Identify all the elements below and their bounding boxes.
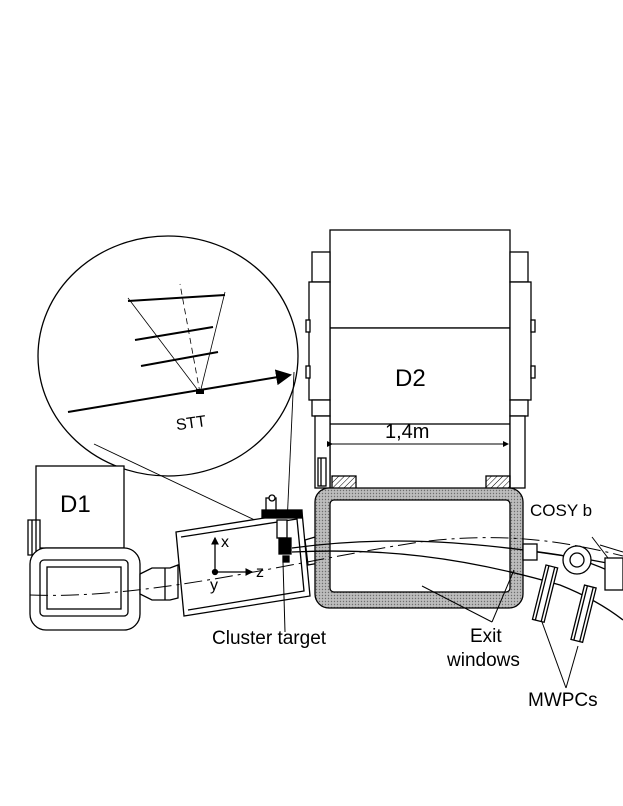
d2-magnet xyxy=(305,229,536,609)
stt-cone-left xyxy=(127,297,201,394)
exit-pointer-1 xyxy=(421,585,493,623)
beam-trajectories xyxy=(29,537,623,621)
cluster-target-label: Cluster target xyxy=(212,628,327,649)
dimension-label: 1,4m xyxy=(385,421,429,443)
d2-lower-yoke xyxy=(329,327,511,425)
axis-z-label: z xyxy=(256,564,264,581)
ejectile-track-lower xyxy=(291,550,623,621)
stt-layer-1 xyxy=(127,294,226,302)
cluster-target-apparatus xyxy=(261,494,303,563)
d2-upper-yoke xyxy=(329,229,511,329)
mwpc-2 xyxy=(570,584,597,644)
beam-pipe-d1 xyxy=(139,564,179,601)
cosy-label: COSY b xyxy=(530,501,592,520)
exit-pointer-2 xyxy=(491,569,515,623)
mwpc-1 xyxy=(531,564,559,624)
stt-magnifier-ellipse xyxy=(37,235,299,477)
stt-inset xyxy=(37,235,299,533)
mwpc-pointer-2 xyxy=(565,645,579,689)
ejectile-track-upper xyxy=(291,540,623,579)
target-chamber xyxy=(175,494,311,617)
cosy-beamline xyxy=(522,536,623,591)
mwpc-chambers xyxy=(531,564,597,689)
axis-x-label: x xyxy=(221,534,229,551)
stt-layer-3 xyxy=(140,351,219,367)
stt-label: STT xyxy=(175,413,208,434)
stt-target-cell xyxy=(196,389,204,394)
stt-beam-line xyxy=(67,369,292,413)
beam-axis-dashed xyxy=(29,537,623,596)
axis-y-label: y xyxy=(210,577,218,594)
axis-origin xyxy=(211,568,219,576)
d1-label: D1 xyxy=(60,491,91,518)
zoom-line-lower xyxy=(93,443,281,533)
zoom-line-upper xyxy=(286,371,295,525)
d2-label: D2 xyxy=(395,365,426,392)
mwpc-pointer-1 xyxy=(541,621,567,689)
d1-yoke xyxy=(35,465,125,549)
d2-gap xyxy=(329,499,511,593)
cluster-target-pointer xyxy=(282,561,286,633)
exit-label: Exit xyxy=(470,626,502,647)
stt-cone-right xyxy=(199,291,226,394)
windows-label: windows xyxy=(446,650,520,671)
stt-cone-axis xyxy=(179,283,201,394)
stt-layer-2 xyxy=(134,326,214,341)
mwpcs-label: MWPCs xyxy=(528,690,598,711)
d1-magnet xyxy=(27,465,141,631)
